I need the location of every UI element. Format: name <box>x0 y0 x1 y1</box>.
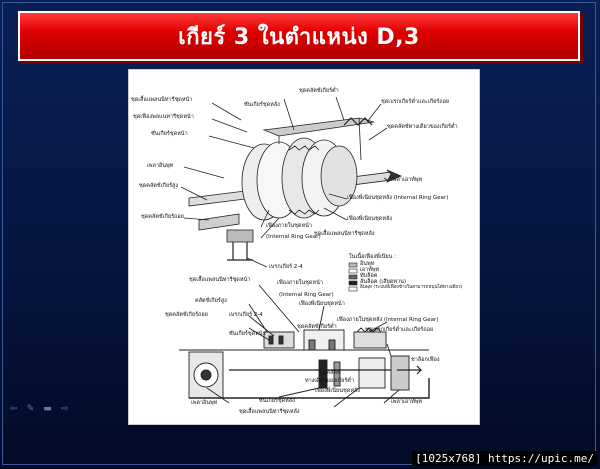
legend-item-one-way: อินพุท (ระบบที่เฟืองข้างในสามารถหมุนได้ท… <box>360 285 463 290</box>
label-rear-planet-carrier: ชุดเสื้อแพลนนิทารีชุดหลัง <box>314 231 375 237</box>
legend-title: ในเนื้อเฟืองพี่เนียน : <box>349 254 396 260</box>
label-low-clutch: ชุดคลัตช์เกียร์ต่ำ <box>299 88 339 94</box>
legend-item-output: เอาท์พุท <box>360 267 380 273</box>
label-bottom-rear-sun: ซันเกียร์ชุดหลัง <box>259 398 295 404</box>
label-bottom-front-carrier: ชุดเสื้อแพลนนิทารีชุดหน้า <box>189 277 251 283</box>
label-low-reverse-brake: ชุดเบรกเกียร์ต่ำและเกียร์ถอย <box>381 99 450 105</box>
label-bottom-front-internal: เฟืองภายในชุดหน้า <box>277 280 323 286</box>
label-bottom-rear-carrier: ชุดเสื้อแพลนนิทารีชุดหลัง <box>239 409 300 415</box>
label-bottom-brake-2-4: เบรกเกียร์ 2-4 <box>229 312 263 318</box>
legend-item-slip: ลั่นล็อค (เสียดทาน) <box>360 279 407 285</box>
label-bottom-output-shaft: เพลาเอาท์พุท <box>391 399 423 405</box>
label-bottom-low-clutch: ชุดคลัตช์เกียร์ต่ำ <box>297 324 337 330</box>
label-bottom-internal-ring: (Internal Ring Gear) <box>279 292 334 298</box>
label-bottom-low-reverse-brake: ชุดเบรกเกียร์ต่ำและเกียร์ถอย <box>365 327 434 333</box>
label-front-planet-gear: ชุดเฟืองพลแนทารีชุดหน้า <box>133 114 194 120</box>
title-bar: เกียร์ 3 ในตำแหน่ง D,3 <box>18 11 580 61</box>
label-rear-pinion: เฟืองพี่เนียนชุดหลัง <box>347 216 392 222</box>
label-brake-2-4: เบรกเกียร์ 2-4 <box>269 264 303 270</box>
label-bottom-one-way-low: ทางเดียวของเกียร์ต่ำ <box>305 378 354 384</box>
label-bottom-front-sun: ซันเกียร์ชุดหน้า <box>229 331 266 337</box>
label-bottom-input-shaft: เพลาอินพุท <box>191 400 218 406</box>
label-low-one-way-clutch: ชุดคลัตช์ทางเดียวของเกียร์ต่ำ <box>387 124 458 130</box>
label-bottom-high-clutch: คลัตช์เกียร์สูง <box>195 298 227 304</box>
menu-icon[interactable]: ▬ <box>43 403 52 414</box>
label-front-internal-gear: เฟืองภายในชุดหน้า <box>266 223 312 229</box>
label-rear-sun-gear: ซันเกียร์ชุดหลัง <box>244 102 280 108</box>
label-bottom-one-way-clutch: ชุดคลัตช์ <box>319 370 341 376</box>
legend-item-input: อินพุท <box>360 261 375 267</box>
forward-arrow-icon[interactable]: ⇨ <box>60 403 69 414</box>
slide-navigation: ⇦ ✎ ▬ ⇨ <box>8 403 70 414</box>
back-arrow-icon[interactable]: ⇦ <box>9 403 18 414</box>
label-high-clutch: ชุดคลัตช์เกียร์สูง <box>139 183 179 189</box>
diagram-drawing <box>179 96 430 408</box>
label-input-shaft: เพลาอินพุท <box>147 163 174 169</box>
label-bottom-parking-gear: ชาล็อกเฟือง <box>411 357 440 363</box>
label-reverse-clutch: ชุดคลัตช์เกียร์ถอย <box>141 214 184 220</box>
slide-title: เกียร์ 3 ในตำแหน่ง D,3 <box>178 24 420 50</box>
label-internal-ring-gear: (Internal Ring Gear) <box>266 234 321 240</box>
label-rear-pinion-ring: เฟืองพี่เนียนชุดหลัง (Internal Ring Gear… <box>347 195 449 201</box>
label-front-sun-gear: ซันเกียร์ชุดหน้า <box>151 131 188 137</box>
label-bottom-rear-internal: เฟืองภายในชุดหลัง (Internal Ring Gear) <box>337 317 439 323</box>
label-bottom-rear-pinion: เฟืองพี่เนียนชุดหลัง <box>315 388 360 394</box>
label-output-shaft: เพลาเอาท์พุท <box>391 177 423 183</box>
label-bottom-front-pinion: เฟืองพี่เนียนชุดหน้า <box>299 301 345 307</box>
label-bottom-reverse-clutch: ชุดคลัตช์เกียร์ถอย <box>165 312 208 318</box>
slide-frame <box>2 2 596 465</box>
transmission-diagram: ชุดเสื้อแพลนนิทารีชุดหน้า ชุดคลัตช์เกียร… <box>128 69 480 425</box>
legend-item-lock: ทับล็อค <box>360 273 378 279</box>
pen-icon[interactable]: ✎ <box>26 403 35 414</box>
watermark: [1025x768] https://upic.me/ <box>412 451 597 466</box>
label-front-planet-carrier: ชุดเสื้อแพลนนิทารีชุดหน้า <box>131 97 193 103</box>
